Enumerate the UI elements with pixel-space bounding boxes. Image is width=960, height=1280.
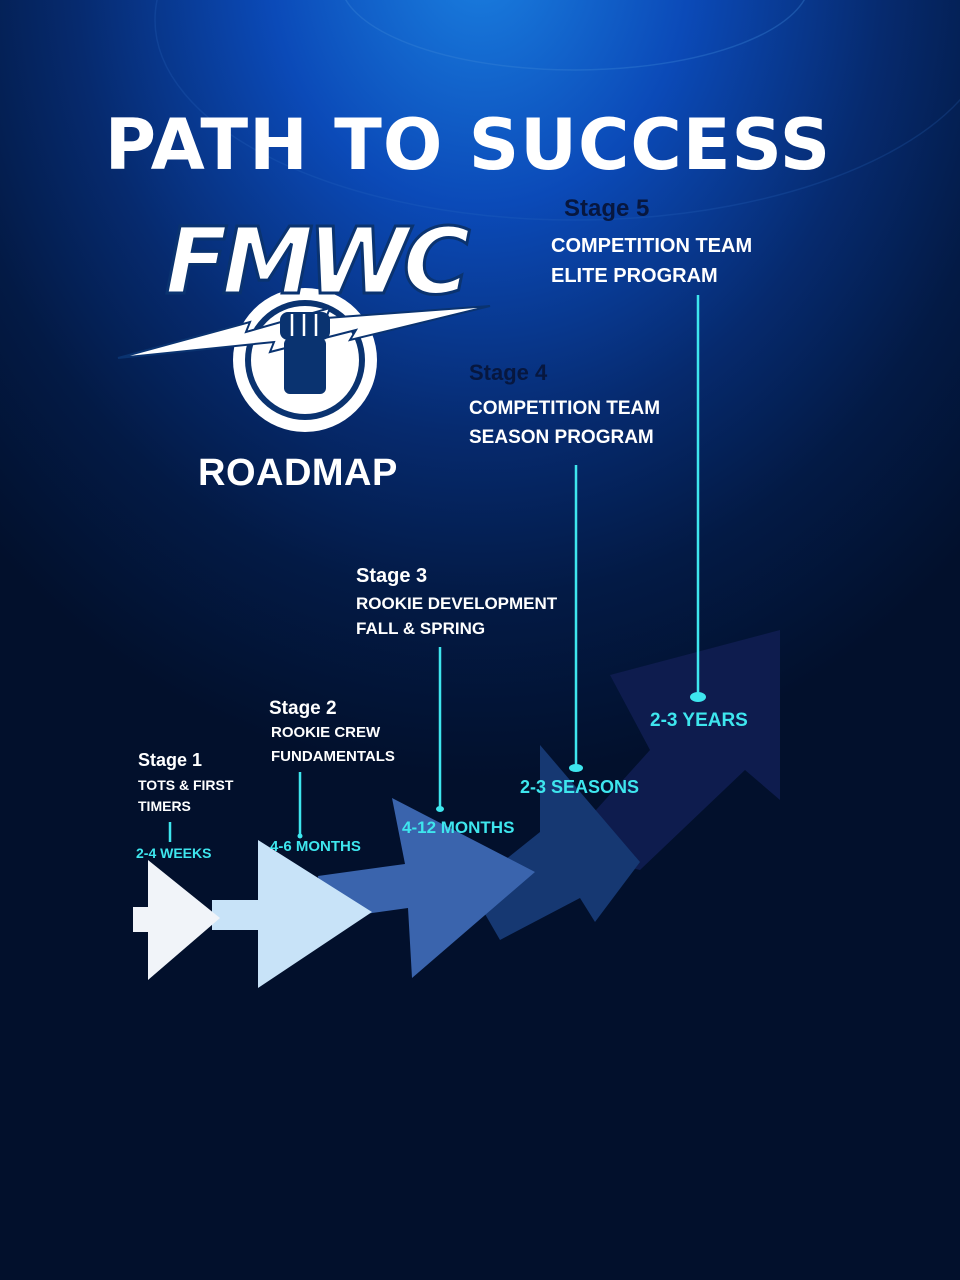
stage-1-duration: 2-4 WEEKS <box>136 845 212 861</box>
stage-2-line-2: FUNDAMENTALS <box>271 748 395 765</box>
logo-subtitle: ROADMAP <box>198 452 398 494</box>
stage-5-label: Stage 5 <box>564 195 650 222</box>
logo-text: FMWC <box>163 207 471 317</box>
stage-4-duration: 2-3 SEASONS <box>520 777 640 797</box>
stage-4-line-1: COMPETITION TEAM <box>469 398 661 419</box>
stage-1-line-1: TOTS & FIRST <box>138 777 234 793</box>
stage-1-label: Stage 1 <box>138 750 203 770</box>
stage-2-arrow <box>212 840 372 988</box>
stage-3-line-1: ROOKIE DEVELOPMENT <box>356 594 558 613</box>
stage-1-arrow <box>133 860 220 980</box>
stage-4-label: Stage 4 <box>469 360 548 385</box>
page-title: PATH TO SUCCESS <box>104 104 832 186</box>
stage-4-line-2: SEASON PROGRAM <box>469 427 654 448</box>
stage-5-arrow <box>560 630 780 870</box>
stage-2-duration: 4-6 MONTHS <box>270 838 361 855</box>
stage-3-label: Stage 3 <box>356 565 428 587</box>
stage-2-line-1: ROOKIE CREW <box>271 724 381 741</box>
stage-2-label: Stage 2 <box>269 698 337 719</box>
stage-5-line-1: COMPETITION TEAM <box>551 235 753 257</box>
stage-5-duration: 2-3 YEARS <box>650 710 748 731</box>
stage-1-line-2: TIMERS <box>138 798 191 814</box>
stage-5-line-2: ELITE PROGRAM <box>551 265 718 287</box>
stage-3-line-2: FALL & SPRING <box>356 619 486 638</box>
stage-3-duration: 4-12 MONTHS <box>402 818 515 837</box>
stage-3-arrow <box>318 798 535 978</box>
